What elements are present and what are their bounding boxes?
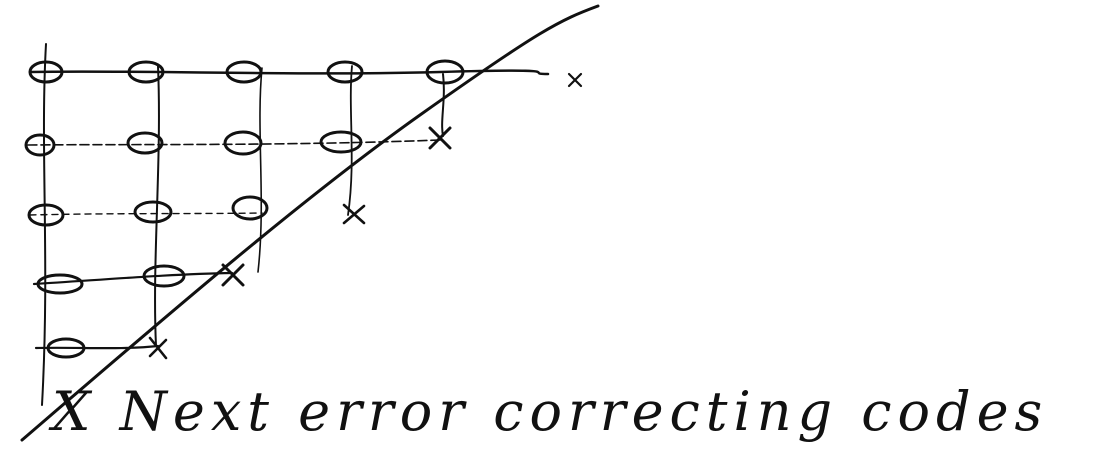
cell-circle (24, 133, 56, 157)
x-marks (148, 72, 583, 360)
row-line-1 (28, 69, 550, 76)
column-line-3 (257, 67, 263, 273)
vertical-strands (41, 43, 445, 406)
cell-circle (126, 131, 164, 155)
horizontal-strands (27, 69, 550, 350)
diagonal-boundary-line (20, 4, 600, 442)
cell-circle (28, 60, 64, 84)
cell-circle (223, 130, 263, 156)
column-line-1 (41, 43, 47, 406)
column-line-5 (441, 73, 445, 137)
column-line-2 (154, 65, 160, 347)
cell-circle (319, 130, 363, 154)
x-mark (428, 126, 452, 150)
row-line-4 (32, 271, 234, 286)
cell-circle (133, 200, 173, 224)
x-mark (567, 72, 583, 88)
cell-circle (27, 203, 65, 227)
cell-circle (127, 60, 165, 84)
cell-circle (142, 264, 186, 288)
x-mark (342, 203, 366, 225)
handwritten-caption: X Next error correcting codes (48, 380, 1048, 443)
row-line-5 (34, 344, 160, 350)
row-line-3 (29, 212, 263, 216)
cell-circle (36, 273, 84, 295)
cell-circle (231, 195, 269, 221)
x-mark (148, 336, 168, 360)
cell-circle (225, 60, 263, 84)
cell-circle (46, 337, 86, 359)
cell-circle (326, 60, 364, 84)
column-line-4 (347, 65, 353, 216)
cell-markers (24, 59, 465, 359)
row-line-2 (27, 139, 441, 146)
cell-circle (425, 59, 465, 85)
x-mark (221, 263, 245, 287)
